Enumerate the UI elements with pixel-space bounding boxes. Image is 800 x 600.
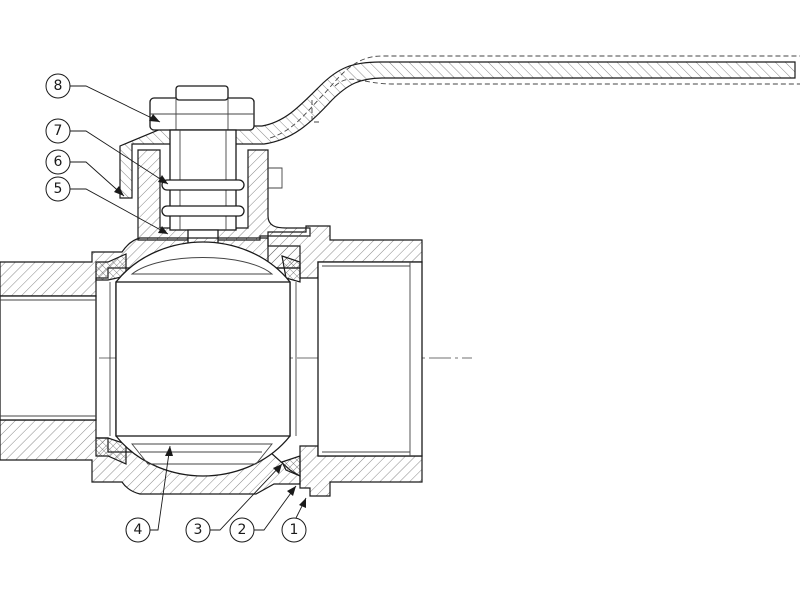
seat-lower-right [281, 455, 301, 477]
packing-stop [268, 167, 283, 189]
leader-2 [254, 485, 297, 531]
callout-label: 1 [290, 522, 299, 538]
callout-balloon-7: 7 [45, 118, 71, 144]
ball-bore [115, 281, 291, 437]
arrowhead-4 [165, 446, 173, 456]
arrowhead-6 [114, 186, 124, 196]
o-ring-upper [161, 179, 245, 191]
arrowhead-1 [299, 498, 306, 508]
callout-label: 4 [134, 522, 143, 538]
callout-balloon-5: 5 [45, 176, 71, 202]
right-port-bore [317, 261, 423, 457]
balloon-circle [281, 517, 307, 543]
ball [109, 241, 297, 477]
lever-hidden-outline-2 [311, 78, 800, 123]
balloon-circle [45, 73, 71, 99]
o-ring-lower [161, 205, 245, 217]
arrowhead-2 [287, 486, 296, 496]
valve-body-right [267, 225, 423, 497]
balloon-circle [45, 149, 71, 175]
ball-slot-upper [130, 257, 274, 275]
balloon-circle [45, 118, 71, 144]
callout-leaders [70, 85, 307, 531]
leader-4 [150, 445, 171, 531]
callout-label: 3 [194, 522, 203, 538]
balloon-circle [229, 517, 255, 543]
balloon-circle [125, 517, 151, 543]
callout-balloon-3: 3 [185, 517, 211, 543]
leader-6 [70, 161, 125, 197]
seat-upper-right [281, 255, 301, 283]
arrowhead-3 [273, 464, 282, 474]
arrowhead-7 [158, 175, 168, 184]
leader-7 [70, 130, 169, 185]
nut-top [175, 85, 229, 101]
stem-nut [149, 85, 255, 131]
seat-lower-left [95, 437, 127, 465]
leader-5 [70, 188, 169, 235]
ball-slot-lower [131, 443, 273, 465]
callout-label: 2 [238, 522, 247, 538]
callout-label: 7 [54, 123, 63, 139]
callout-label: 8 [54, 78, 63, 94]
ball-seats [95, 253, 301, 477]
callout-balloon-8: 8 [45, 73, 71, 99]
callout-balloon-1: 1 [281, 517, 307, 543]
callout-label: 5 [54, 181, 63, 197]
callout-balloon-4: 4 [125, 517, 151, 543]
lever-handle [119, 55, 800, 199]
lever-arm [119, 61, 796, 199]
arrowhead-5 [158, 226, 168, 234]
callout-balloon-2: 2 [229, 517, 255, 543]
callout-balloon-6: 6 [45, 149, 71, 175]
arrowhead-8 [149, 114, 160, 122]
leader-8 [70, 85, 161, 123]
left-port-bore [0, 295, 97, 421]
leader-3 [210, 463, 283, 531]
balloon-circle [45, 176, 71, 202]
balloon-circle [185, 517, 211, 543]
callout-label: 6 [54, 154, 63, 170]
